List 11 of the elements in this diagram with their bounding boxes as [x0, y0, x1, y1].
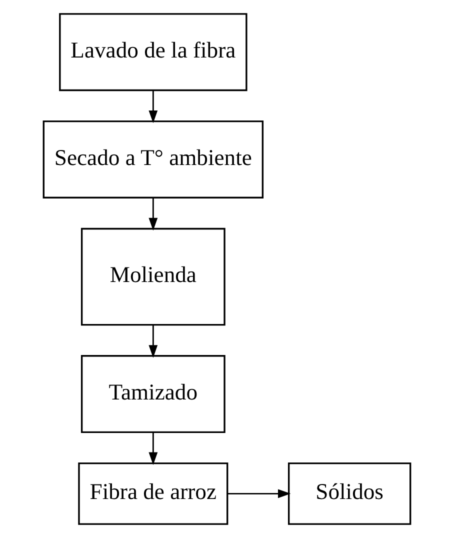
- node-box: Molienda: [80, 228, 226, 326]
- node-box: Secado a T° ambiente: [42, 120, 264, 198]
- node-box: Fibra de arroz: [78, 462, 228, 525]
- arrow: [148, 325, 158, 358]
- arrow: [148, 90, 158, 124]
- arrow: [148, 198, 158, 231]
- node-box: Sólidos: [288, 462, 412, 525]
- arrow: [148, 432, 158, 466]
- node-box: Tamizado: [80, 355, 226, 434]
- arrow: [228, 489, 291, 498]
- node-box: Lavado de la fibra: [59, 13, 248, 92]
